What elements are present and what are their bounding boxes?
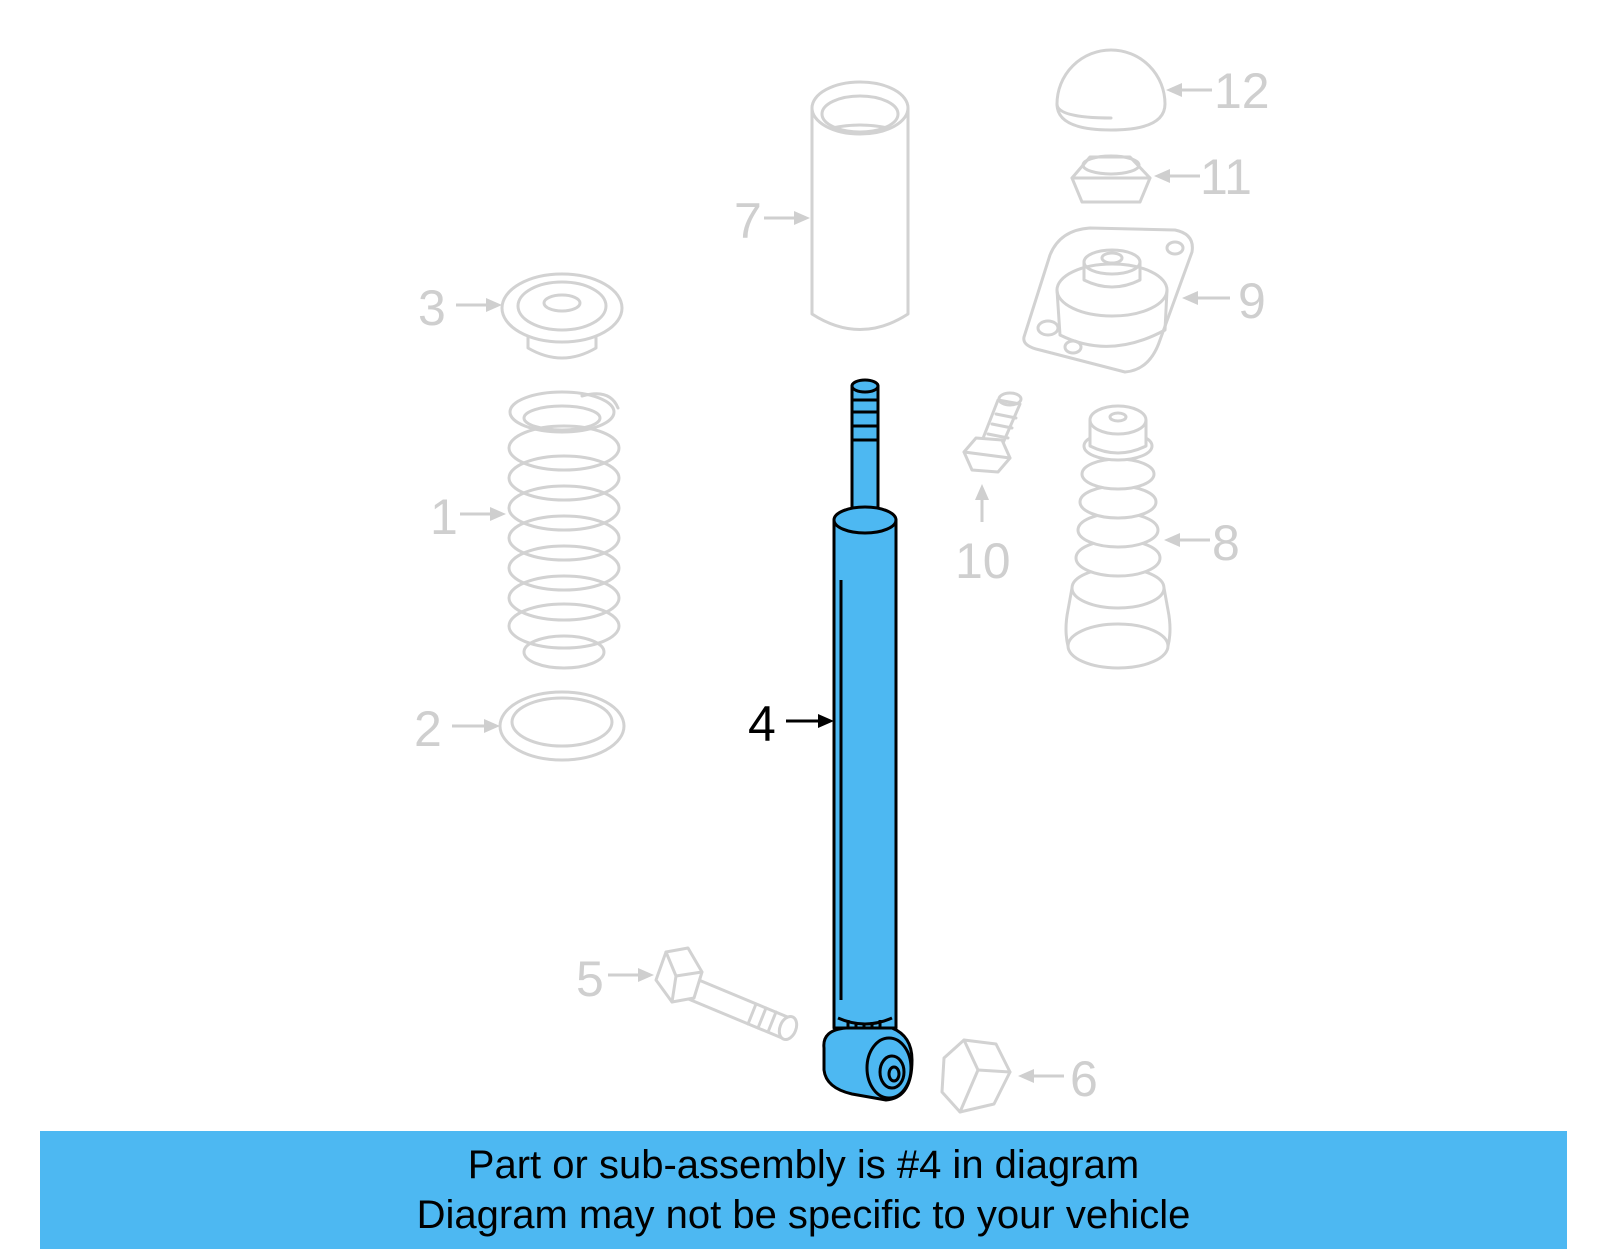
banner-line-disclaimer: Diagram may not be specific to your vehi… xyxy=(416,1193,1191,1237)
callout-6[interactable]: 6 xyxy=(1070,1051,1098,1107)
arrow-1 xyxy=(460,507,506,521)
arrow-9 xyxy=(1182,291,1230,305)
arrow-4 xyxy=(786,714,834,728)
part-2-insulator-ring[interactable] xyxy=(498,690,626,762)
callout-5[interactable]: 5 xyxy=(576,951,604,1007)
callout-11[interactable]: 11 xyxy=(1200,149,1252,205)
shock-body xyxy=(832,518,898,1030)
shock-body-top xyxy=(832,505,898,535)
banner-line-part: Part or sub-assembly is #4 in diagram xyxy=(467,1143,1140,1187)
part-11-nut[interactable] xyxy=(1070,154,1152,204)
part-5-bolt[interactable] xyxy=(654,946,800,1042)
callout-10[interactable]: 10 xyxy=(955,533,1011,589)
part-1-coil-spring[interactable] xyxy=(507,390,621,670)
arrow-8 xyxy=(1164,533,1210,547)
part-10-bolt[interactable] xyxy=(962,391,1023,474)
arrow-3 xyxy=(456,298,502,312)
arrow-5 xyxy=(608,968,654,982)
callout-4[interactable]: 4 xyxy=(748,696,776,752)
arrow-10 xyxy=(975,484,989,522)
arrow-7 xyxy=(764,211,810,225)
shock-rod xyxy=(850,384,880,523)
part-7-dust-boot[interactable] xyxy=(810,80,910,331)
callout-3[interactable]: 3 xyxy=(418,280,446,336)
arrow-6 xyxy=(1018,1069,1064,1083)
arrow-12 xyxy=(1166,83,1212,97)
part-9-strut-mount[interactable] xyxy=(1022,226,1194,374)
info-banner: Part or sub-assembly is #4 in diagram Di… xyxy=(40,1131,1567,1249)
callout-1[interactable]: 1 xyxy=(430,489,458,545)
part-8-bump-stop[interactable] xyxy=(1064,404,1172,670)
callout-8[interactable]: 8 xyxy=(1212,515,1240,571)
callout-12[interactable]: 12 xyxy=(1214,63,1270,119)
arrow-11 xyxy=(1154,169,1200,183)
callout-2[interactable]: 2 xyxy=(414,701,442,757)
callout-7[interactable]: 7 xyxy=(734,193,762,249)
part-3-spring-seat[interactable] xyxy=(500,272,624,360)
shock-rod-top xyxy=(850,378,880,394)
part-4-shock-absorber[interactable] xyxy=(822,378,914,1102)
part-12-cap[interactable] xyxy=(1055,48,1167,132)
part-6-nut[interactable] xyxy=(940,1038,1012,1114)
callout-9[interactable]: 9 xyxy=(1238,273,1266,329)
arrow-2 xyxy=(452,719,500,733)
